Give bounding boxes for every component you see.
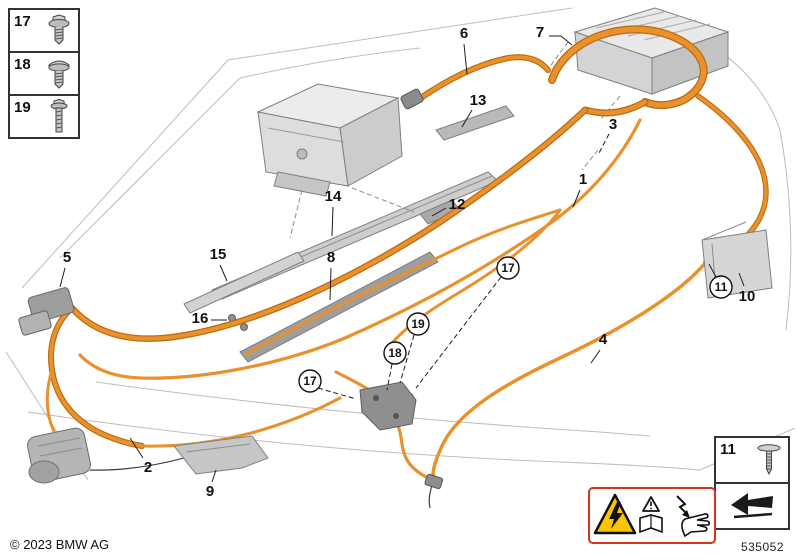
callout-3: 3: [598, 116, 617, 154]
legend-number: 19: [14, 99, 31, 116]
svg-text:6: 6: [460, 25, 468, 42]
expanding-rivet-icon: [757, 444, 781, 476]
legend-item-17: 17: [8, 8, 80, 53]
callout-5: 5: [59, 249, 71, 288]
callout-14: 14: [325, 188, 342, 237]
svg-text:5: 5: [63, 249, 71, 266]
callout-19: 19: [399, 312, 430, 384]
svg-text:1: 1: [579, 171, 587, 188]
svg-text:8: 8: [327, 249, 335, 266]
electric-shock-hand-icon: [676, 494, 711, 537]
svg-text:7: 7: [536, 24, 544, 41]
callout-15: 15: [210, 246, 228, 282]
legend-item-18: 18: [8, 51, 80, 96]
high-voltage-triangle-icon: [593, 493, 637, 534]
svg-text:16: 16: [192, 310, 209, 327]
connectors: [18, 88, 444, 490]
svg-text:14: 14: [325, 188, 342, 205]
copyright-text: © 2023 BMW AG: [10, 537, 110, 552]
hex-flange-screw-icon: [48, 13, 70, 45]
svg-text:3: 3: [609, 116, 617, 133]
diagram-part-number: 535052: [740, 540, 784, 554]
callout-18: 18: [383, 341, 407, 391]
pan-head-screw-icon: [48, 60, 70, 89]
svg-text:18: 18: [388, 346, 402, 360]
cover-duct: [173, 435, 269, 475]
svg-text:10: 10: [739, 288, 756, 305]
svg-text:13: 13: [470, 92, 487, 109]
svg-text:15: 15: [210, 246, 227, 263]
high-voltage-warning-label: [588, 487, 716, 544]
callout-17: 17: [298, 369, 357, 400]
callout-2: 2: [129, 437, 152, 476]
stud-bolt-icon: [50, 98, 68, 132]
callout-13: 13: [461, 92, 487, 128]
legend-number: 17: [14, 13, 31, 30]
mounting-rails: [183, 105, 515, 331]
svg-text:11: 11: [715, 280, 728, 294]
svg-text:17: 17: [501, 261, 515, 275]
warning-icons: [593, 493, 711, 537]
read-manual-icon: [639, 495, 663, 533]
fastener-legend-bottomright: 11: [714, 436, 790, 530]
svg-text:4: 4: [599, 331, 608, 348]
legend-number: 11: [720, 441, 736, 458]
callout-17: 17: [415, 256, 520, 389]
callout-4: 4: [590, 331, 608, 364]
svg-text:17: 17: [303, 374, 317, 388]
callout-11: 11: [708, 263, 733, 299]
high-voltage-battery: [573, 7, 730, 95]
svg-text:12: 12: [449, 196, 466, 213]
callout-16: 16: [192, 310, 227, 327]
callout-1: 1: [572, 171, 587, 208]
legend-item-19: 19: [8, 94, 80, 139]
legend-item-11: 11: [714, 436, 790, 484]
ac-compressor: [27, 427, 91, 484]
svg-text:2: 2: [144, 459, 152, 476]
callout-6: 6: [460, 25, 468, 75]
callout-7: 7: [536, 24, 573, 46]
callout-8: 8: [327, 249, 335, 301]
callout-12: 12: [431, 196, 466, 217]
direction-of-travel-arrow-icon: [731, 493, 773, 519]
legend-number: 18: [14, 56, 31, 73]
callout-9: 9: [206, 469, 217, 500]
direction-arrow-cell: [714, 482, 790, 530]
svg-text:19: 19: [411, 317, 425, 331]
svg-text:9: 9: [206, 483, 214, 500]
fastener-legend-topleft: 17 18 19: [8, 8, 80, 139]
electronics-box: [256, 83, 403, 197]
callout-10: 10: [738, 272, 756, 305]
high-voltage-cables: [45, 25, 769, 509]
